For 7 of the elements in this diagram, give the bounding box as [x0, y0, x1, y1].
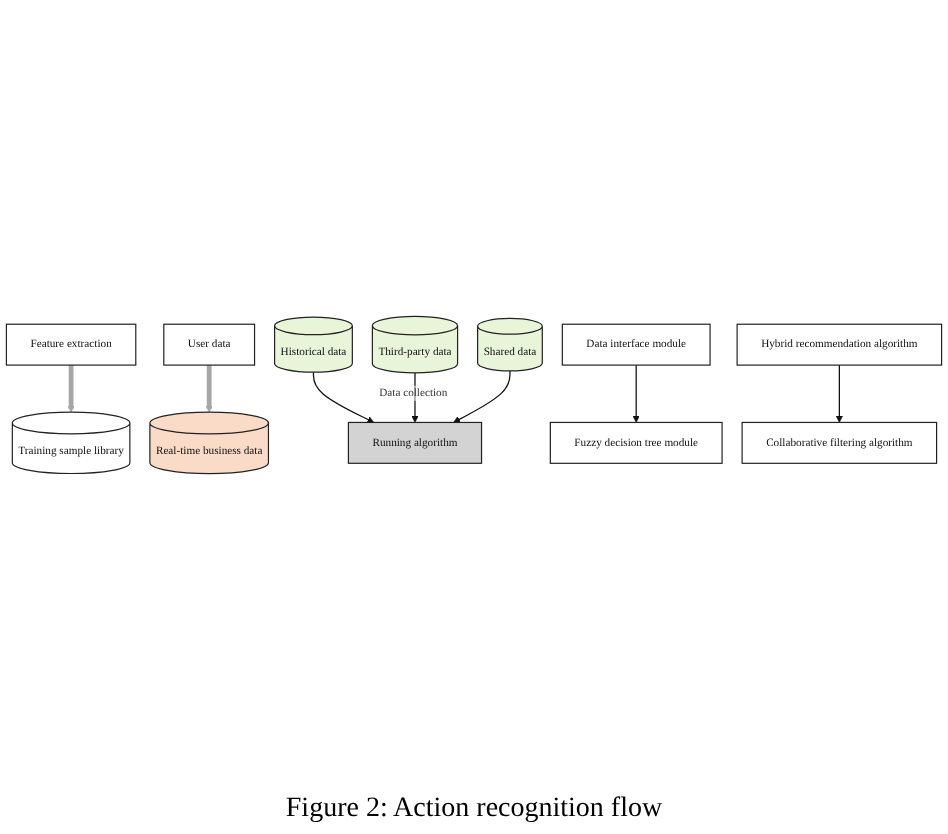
figure-caption: Figure 2: Action recognition flow: [285, 792, 663, 828]
arrow: [453, 370, 511, 423]
arrow: [312, 371, 375, 423]
arrow: [205, 365, 213, 413]
arrow: [835, 364, 843, 423]
arrow: [67, 365, 75, 413]
arrow: [632, 364, 640, 423]
